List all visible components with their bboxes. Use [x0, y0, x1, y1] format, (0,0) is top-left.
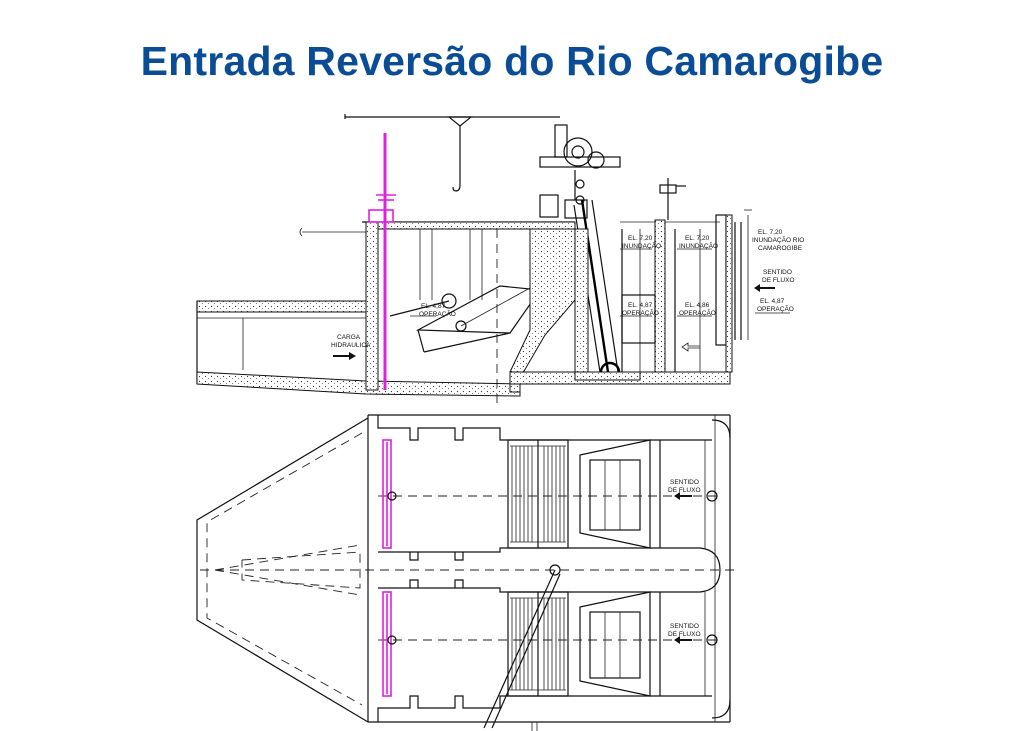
el-inund-b-1: EL. 7,20: [685, 235, 710, 242]
screen-rack-bottom: [507, 591, 569, 697]
plan-view: SENTIDO DE FLUXO SENTIDO DE FLUXO: [196, 414, 740, 731]
el-op-b-1: EL. 4,86: [685, 302, 710, 309]
el-op-left-2: OPERAÇÃO: [419, 309, 456, 318]
screen-rack-top: [507, 439, 569, 549]
sentido-plan-top-2: DE FLUXO: [668, 487, 701, 494]
sentido-side-2: DE FLUXO: [762, 277, 795, 284]
sentido-side-1: SENTIDO: [763, 269, 792, 276]
carga-label-2: HIDRAULICA: [331, 342, 371, 349]
el-op-right-2: OPERAÇÃO: [757, 304, 794, 313]
sentido-plan-top-1: SENTIDO: [670, 479, 699, 486]
el-inund-b-2: INUNDAÇÃO: [679, 241, 718, 250]
carga-label-1: CARGA: [337, 334, 361, 341]
hoist-mechanism-icon: [539, 124, 621, 219]
section-view: CARGA HIDRAULICA EL. 4,87 OPERAÇÃO: [196, 114, 804, 408]
el-op-a-2: OPERAÇÃO: [622, 308, 659, 317]
el-inund-rio-1: EL. 7,20: [758, 229, 783, 236]
el-op-right-1: EL. 4,87: [760, 298, 785, 305]
el-op-b-2: OPERAÇÃO: [679, 308, 716, 317]
el-op-left-1: EL. 4,87: [421, 303, 446, 310]
sentido-plan-bot-2: DE FLUXO: [668, 631, 701, 638]
slide-title: Entrada Reversão do Rio Camarogibe: [140, 38, 884, 84]
el-inund-rio-2: INUNDAÇÃO RIO: [752, 235, 804, 244]
el-inund-a-1: EL. 7,20: [628, 235, 653, 242]
el-inund-a-2: INUNDAÇÃO: [622, 241, 661, 250]
el-inund-rio-3: CAMAROGIBE: [758, 245, 803, 252]
sentido-plan-bot-1: SENTIDO: [670, 623, 699, 630]
el-op-a-1: EL. 4,87: [628, 302, 653, 309]
